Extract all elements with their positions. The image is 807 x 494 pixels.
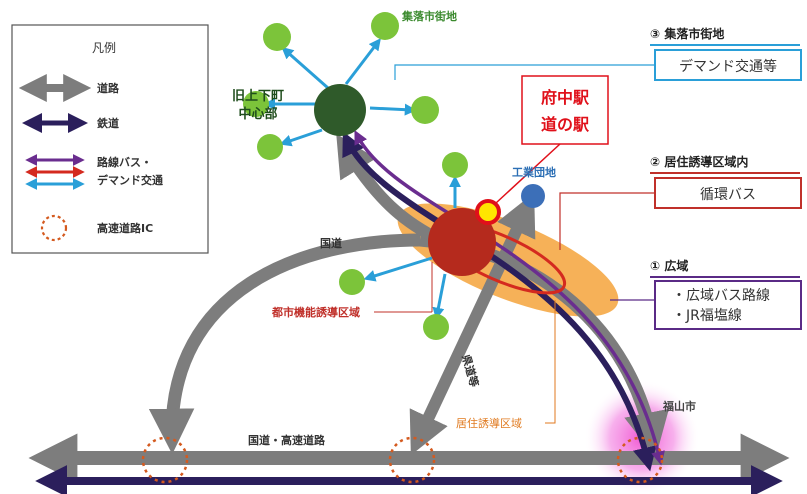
bus-demand-legend-label: 路線バス・ デマンド交通 <box>97 155 163 187</box>
section-village: ③ 集落市街地 デマンド交通等 <box>394 26 802 81</box>
legend: 凡例 道路 鉄道 路線バス・ デマンド交通 高速道路IC <box>11 24 209 254</box>
section-village-box <box>654 49 802 81</box>
legend-title: 凡例 <box>92 41 116 55</box>
section-residential: ② 居住誘導区域内 循環バス <box>559 154 802 250</box>
section-wide-area-box <box>654 280 802 330</box>
station-label-line2: 道の駅 <box>541 115 590 134</box>
residential-connector <box>559 192 655 250</box>
village-node <box>442 152 468 178</box>
kokudo-label: 国道 <box>320 236 342 250</box>
ic-circle-center <box>388 436 436 484</box>
old-town-label-line1: 旧上下町 <box>232 89 284 104</box>
industrial-park-node <box>521 184 545 208</box>
section-residential-box <box>654 177 802 209</box>
station-callout-pointer <box>495 143 561 204</box>
village-node <box>423 314 449 340</box>
section-residential-box-text: 循環バス <box>700 187 756 203</box>
village-top-label: 集落市街地 <box>401 9 457 23</box>
ic-legend-label: 高速道路IC <box>97 221 153 235</box>
village-node <box>243 91 269 117</box>
urban-function-zone <box>428 208 496 276</box>
ic-circle-east <box>616 436 664 484</box>
industrial-label: 工業団地 <box>512 165 556 179</box>
section-wide-area: ① 広域 ・広域バス路線 ・JR福塩線 <box>610 258 802 330</box>
station-marker <box>475 199 501 225</box>
residential-label: 居住誘導区域 <box>456 416 522 430</box>
village-connector <box>394 64 655 80</box>
section-wide-area-title: ① 広域 <box>650 258 688 273</box>
village-node <box>263 23 291 51</box>
station-label-line1: 府中駅 <box>541 88 590 107</box>
ic-legend-icon <box>40 214 68 242</box>
old-town-demand-arrows <box>263 38 417 147</box>
main-road-label: 国道・高速道路 <box>248 433 326 447</box>
village-node <box>411 96 439 124</box>
village-node <box>371 12 399 40</box>
kendo-label: 県道等 <box>459 353 482 389</box>
expressway-ics <box>141 436 664 484</box>
station-callout-box <box>521 75 609 145</box>
rail-legend-label: 鉄道 <box>97 116 119 130</box>
station-callout: 府中駅 道の駅 <box>495 75 609 204</box>
national-road-arc <box>148 233 421 455</box>
bus-legend-line1: 路線バス・ <box>97 155 152 169</box>
center-demand-arrows <box>363 175 461 320</box>
section-wide-area-box-line2: ・JR福塩線 <box>672 308 742 324</box>
ic-circle-west <box>141 436 189 484</box>
section-wide-area-box-line1: ・広域バス路線 <box>672 288 770 304</box>
fukuyama-label: 福山市 <box>662 399 696 413</box>
kendo-label-text: 県道等 <box>459 353 482 389</box>
section-residential-title: ② 居住誘導区域内 <box>650 154 748 169</box>
urban-function-label: 都市機能誘導区域 <box>271 305 360 319</box>
residential-label-connector <box>545 300 556 424</box>
bus-legend-line2: デマンド交通 <box>97 173 163 187</box>
bus-demand-legend-icon <box>25 154 85 190</box>
wide-area-bus-line <box>354 130 665 466</box>
road-legend-label: 道路 <box>97 81 120 95</box>
old-town-label-line2: 中心部 <box>238 106 277 122</box>
village-node <box>339 269 365 295</box>
section-village-title: ③ 集落市街地 <box>650 26 724 41</box>
village-node <box>257 134 283 160</box>
section-village-box-text: デマンド交通等 <box>679 58 777 75</box>
old-town-center <box>314 84 366 136</box>
legend-frame <box>11 24 209 254</box>
village-nodes <box>243 12 468 340</box>
